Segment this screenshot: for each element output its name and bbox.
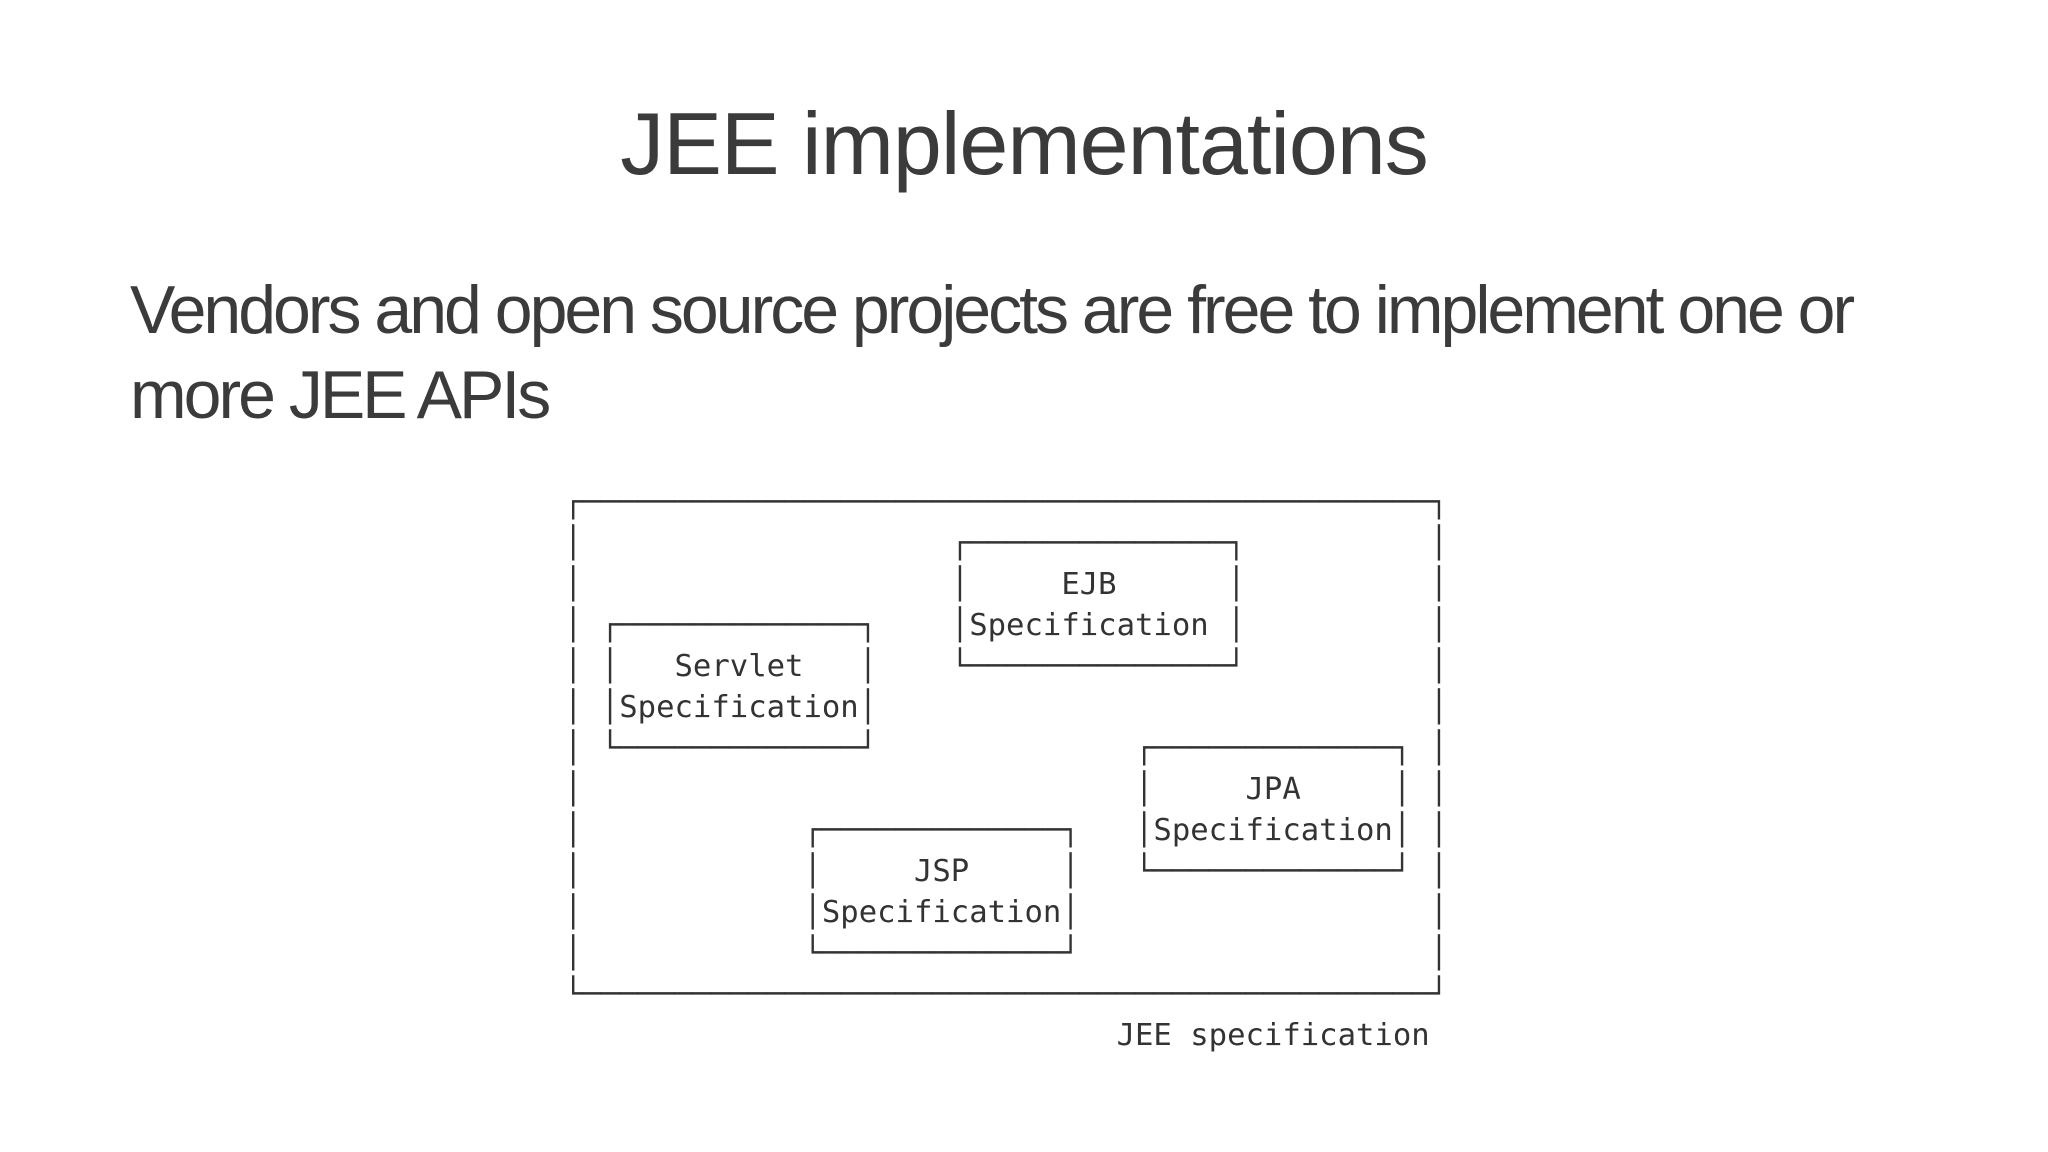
slide-title: JEE implementations (620, 94, 1429, 193)
jee-specification-ascii-diagram: ┌───────────────────────────────────────… (564, 485, 1449, 1053)
slide-body-paragraph: Vendors and open source projects are fre… (130, 268, 1855, 438)
body-line-2: more JEE APIs (130, 357, 551, 433)
body-line-1: Vendors and open source projects are fre… (130, 272, 1855, 348)
